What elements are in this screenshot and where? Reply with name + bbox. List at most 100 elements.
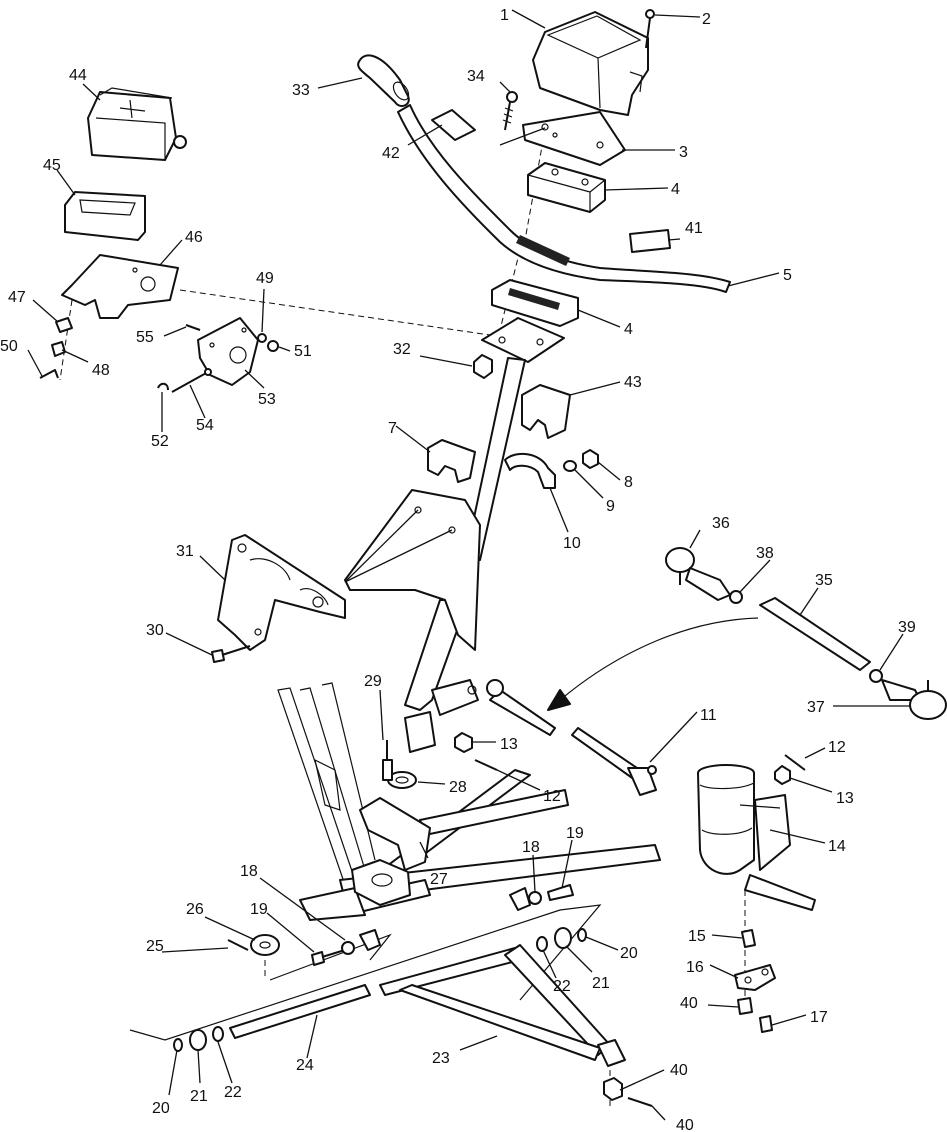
callout-20-left: 20 — [152, 1100, 170, 1117]
callout-19-left: 19 — [250, 901, 268, 918]
part-jam-nut-38 — [729, 590, 743, 604]
callout-1: 1 — [500, 7, 509, 24]
part-screw-34 — [499, 91, 546, 146]
part-cotter-pin-12-column — [474, 759, 498, 771]
part-washer-49 — [257, 333, 267, 343]
part-pivot-tube — [229, 984, 371, 1039]
callout-44: 44 — [69, 67, 87, 84]
callout-30: 30 — [146, 622, 164, 639]
callout-37: 37 — [807, 699, 825, 716]
callout-32: 32 — [393, 341, 411, 358]
part-handlebar — [397, 104, 731, 293]
part-spacer-18-left — [341, 929, 381, 955]
part-steering-column — [404, 317, 565, 711]
callout-21-right: 21 — [592, 975, 610, 992]
part-bushing-43 — [521, 384, 571, 439]
part-bolt-15 — [741, 929, 756, 948]
part-seal-20-right — [577, 928, 587, 942]
part-bolt-19-right — [547, 884, 574, 901]
callout-11: 11 — [700, 707, 717, 724]
callout-36: 36 — [712, 515, 730, 532]
callout-42: 42 — [382, 145, 400, 162]
callout-43: 43 — [624, 374, 642, 391]
callout-52: 52 — [151, 433, 169, 450]
callout-3: 3 — [679, 144, 688, 161]
part-seal-20-left — [173, 1038, 183, 1052]
callout-labels: 1 2 3 4 4 5 7 8 9 10 11 12 12 13 13 14 1… — [0, 7, 916, 1132]
relocation-arrow — [547, 617, 759, 711]
callout-21-left: 21 — [190, 1088, 208, 1105]
callout-41: 41 — [685, 220, 703, 237]
part-adjuster-tube-35 — [759, 597, 871, 671]
callout-20-right: 20 — [620, 945, 638, 962]
callout-55: 55 — [136, 329, 154, 346]
part-steering-pad — [532, 11, 649, 116]
callout-49: 49 — [256, 270, 274, 287]
callout-31: 31 — [176, 543, 194, 560]
callout-4-upper: 4 — [671, 181, 680, 198]
part-speedometer — [87, 87, 187, 161]
part-bolt-19-left — [311, 949, 346, 966]
part-dash-bracket-31 — [217, 534, 346, 651]
part-tie-rod-end-36 — [665, 547, 731, 601]
callout-27: 27 — [430, 871, 448, 888]
part-screw-54 — [171, 368, 212, 393]
part-tie-rod-end-37 — [881, 679, 947, 720]
part-column-lower-end — [404, 679, 479, 753]
part-pin-25 — [227, 939, 249, 951]
part-bushing-21-left — [189, 1029, 207, 1051]
callout-8: 8 — [624, 474, 633, 491]
callout-15: 15 — [688, 928, 706, 945]
callout-22-right: 22 — [553, 978, 571, 995]
part-washer-9 — [563, 460, 577, 472]
callout-14: 14 — [828, 838, 846, 855]
part-bushing-21-right — [554, 927, 572, 949]
callout-2: 2 — [702, 11, 711, 28]
callout-18-right: 18 — [522, 839, 540, 856]
part-grip — [357, 54, 410, 107]
callout-53: 53 — [258, 391, 276, 408]
part-column-gusset — [344, 489, 481, 651]
part-nut-8 — [582, 449, 599, 469]
callout-5: 5 — [783, 267, 792, 284]
callout-40-spindle: 40 — [680, 995, 698, 1012]
part-nut-17 — [759, 1015, 773, 1033]
callout-18-left: 18 — [240, 863, 258, 880]
part-mounting-plate — [61, 254, 179, 319]
part-fastener-47 — [55, 317, 73, 333]
callout-19-right: 19 — [566, 825, 584, 842]
callout-12-column: 12 — [543, 788, 561, 805]
callout-40-upper: 40 — [670, 1062, 688, 1079]
part-jam-nut-39 — [869, 669, 883, 683]
callout-7: 7 — [388, 420, 397, 437]
callout-4-lower: 4 — [624, 321, 633, 338]
part-pin-40-lower — [627, 1097, 653, 1107]
part-washer-26 — [250, 934, 280, 956]
part-clamp-block-lower — [491, 279, 579, 327]
part-bolt-2 — [645, 9, 655, 49]
part-nut-40-spindle — [737, 997, 753, 1015]
callout-38: 38 — [756, 545, 774, 562]
callout-22-left: 22 — [224, 1084, 242, 1101]
callout-48: 48 — [92, 362, 110, 379]
callout-29: 29 — [364, 673, 382, 690]
callout-25: 25 — [146, 938, 164, 955]
part-washer-22-left — [212, 1026, 224, 1042]
part-nut-13-spindle — [774, 765, 791, 785]
part-spacer-18-right — [509, 887, 542, 911]
part-bezel — [64, 191, 146, 241]
part-bushing-7 — [427, 439, 476, 483]
part-nut-13-column — [454, 732, 473, 753]
callout-13-spindle: 13 — [836, 790, 854, 807]
part-pin-55 — [185, 324, 201, 331]
callout-12-spindle: 12 — [828, 739, 846, 756]
callout-45: 45 — [43, 157, 61, 174]
part-switch-plate — [197, 317, 259, 386]
callout-17: 17 — [810, 1009, 828, 1026]
part-washer-22-right — [536, 936, 548, 952]
part-bolt-30 — [211, 645, 251, 663]
callout-9: 9 — [606, 498, 615, 515]
part-steering-arm-16 — [734, 964, 776, 991]
part-fastener-50 — [39, 369, 59, 379]
callout-46: 46 — [185, 229, 203, 246]
